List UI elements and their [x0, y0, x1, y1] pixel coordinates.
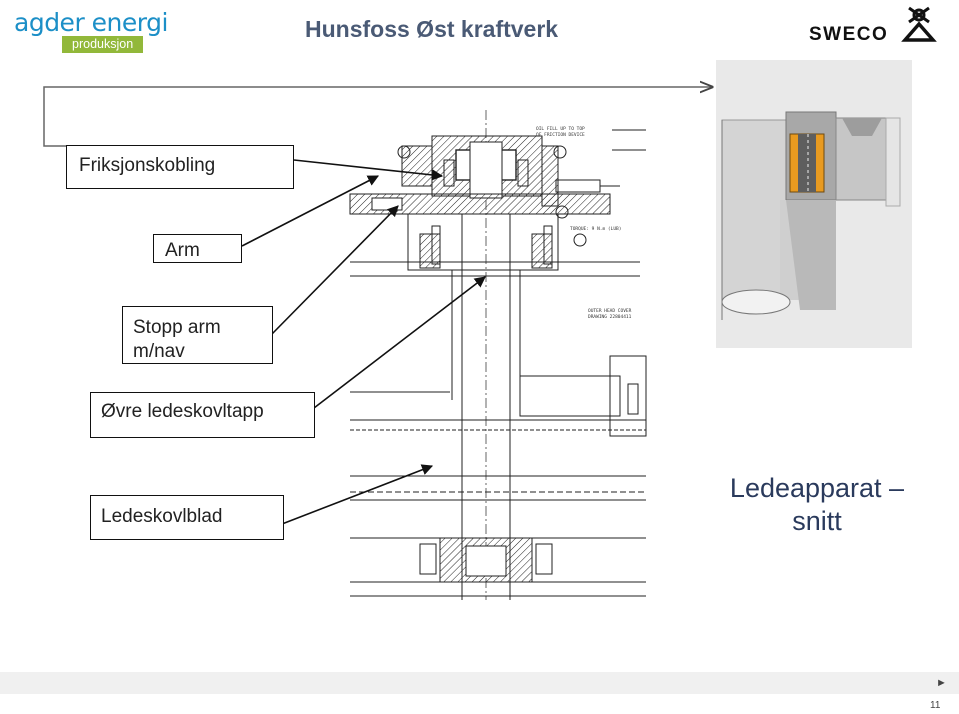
label-arm-text: Arm: [165, 240, 200, 261]
label-stopp-arm: Stopp arm m/nav: [122, 306, 273, 364]
logo-right-wordmark: SWECO: [809, 24, 889, 45]
svg-text:OUTER HEAD COVER: OUTER HEAD COVER: [588, 308, 632, 314]
callout-arrows: [241, 159, 486, 525]
arrow-stopp-arm: [271, 205, 399, 335]
agder-energi-logo: agder energi produksjon: [14, 8, 174, 56]
sweco-symbol-icon: [901, 6, 937, 42]
arrow-ledeskovlblad: [281, 464, 434, 525]
slide-caption: Ledeapparat – snitt: [700, 472, 934, 538]
sweco-logo: SWECO: [805, 4, 945, 50]
label-friksjonskobling-text: Friksjonskobling: [79, 155, 216, 176]
logo-left-wordmark: agder energi: [14, 8, 168, 37]
caption-line2: snitt: [792, 506, 842, 536]
footer-bar: [0, 672, 959, 694]
svg-text:OIL FILL UP TO TOP: OIL FILL UP TO TOP: [536, 126, 585, 132]
arrow-ovre-ledeskovltapp: [313, 276, 486, 409]
svg-text:TORQUE: 9 N.m (LUB): TORQUE: 9 N.m (LUB): [570, 226, 621, 232]
detail-view: [716, 60, 912, 348]
svg-text:DRAWING 22804411: DRAWING 22804411: [588, 314, 632, 320]
label-ledeskovlblad-text: Ledeskovlblad: [101, 506, 223, 527]
label-ovre-ledeskovltapp: Øvre ledeskovltapp: [90, 392, 315, 438]
label-stopp-arm-line2: m/nav: [133, 341, 185, 362]
label-ovre-ledeskovltapp-text: Øvre ledeskovltapp: [101, 401, 264, 422]
technical-drawing: OIL FILL UP TO TOP OF FRICTION DEVICE OU…: [349, 110, 647, 600]
svg-text:OF FRICTION DEVICE: OF FRICTION DEVICE: [536, 132, 585, 138]
logo-left-tagline: produksjon: [62, 36, 144, 53]
label-friksjonskobling: Friksjonskobling: [66, 145, 294, 189]
arrow-friksjonskobling: [293, 159, 444, 181]
next-slide-arrow-icon[interactable]: ►: [936, 677, 947, 689]
caption-line1: Ledeapparat –: [729, 473, 905, 503]
label-stopp-arm-line1: Stopp arm: [133, 317, 221, 338]
slide-title: Hunsfoss Øst kraftverk: [305, 16, 559, 42]
label-ledeskovlblad: Ledeskovlblad: [90, 495, 284, 540]
arrow-arm: [241, 175, 379, 247]
label-arm: Arm: [153, 234, 242, 263]
detail-connector: [43, 87, 712, 147]
page-number: 11: [930, 700, 941, 711]
